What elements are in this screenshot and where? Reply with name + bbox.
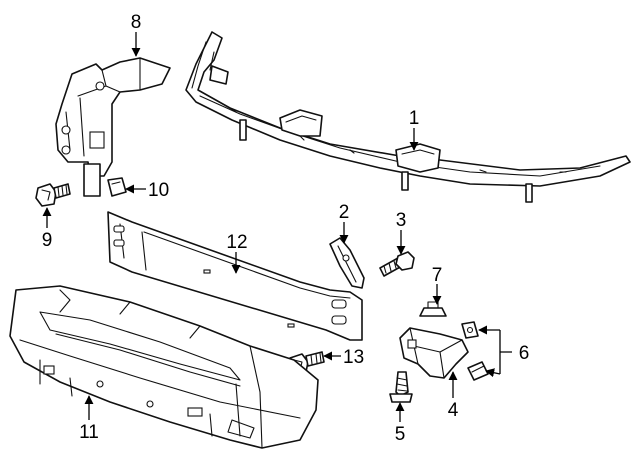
callout-6: 6 [519, 343, 530, 364]
part-8-mounting-bracket[interactable] [55, 57, 171, 197]
callout-11: 11 [79, 422, 99, 443]
part-9-bolt[interactable] [35, 183, 71, 207]
callout-10: 10 [148, 180, 169, 201]
leader-6b [485, 368, 501, 378]
part-7-clip[interactable] [419, 301, 447, 317]
part-11-energy-absorber[interactable] [9, 285, 319, 449]
leader-6-bracket [499, 330, 512, 374]
part-6-clip-set[interactable] [461, 321, 489, 381]
callout-4: 4 [448, 400, 459, 421]
part-1-upper-guide[interactable] [185, 31, 631, 203]
callout-3: 3 [396, 210, 407, 231]
callout-labels: 1 2 3 4 5 6 7 8 9 10 11 12 13 [42, 12, 530, 445]
callout-12: 12 [226, 232, 247, 253]
callout-8: 8 [131, 12, 142, 33]
part-5-screw[interactable] [389, 371, 413, 403]
part-12-reinforcement-bar[interactable] [107, 211, 363, 341]
callout-1: 1 [409, 108, 420, 129]
part-2-small-bracket[interactable] [329, 237, 365, 289]
part-10-clip-nut[interactable] [107, 177, 127, 197]
callout-7: 7 [432, 265, 443, 286]
callout-2: 2 [339, 202, 350, 223]
part-3-bolt[interactable] [379, 251, 415, 277]
callout-13: 13 [343, 347, 364, 368]
callout-9: 9 [42, 230, 53, 251]
leader-lines [42, 32, 512, 422]
callout-5: 5 [395, 424, 406, 445]
part-4-bracket[interactable] [399, 327, 469, 379]
